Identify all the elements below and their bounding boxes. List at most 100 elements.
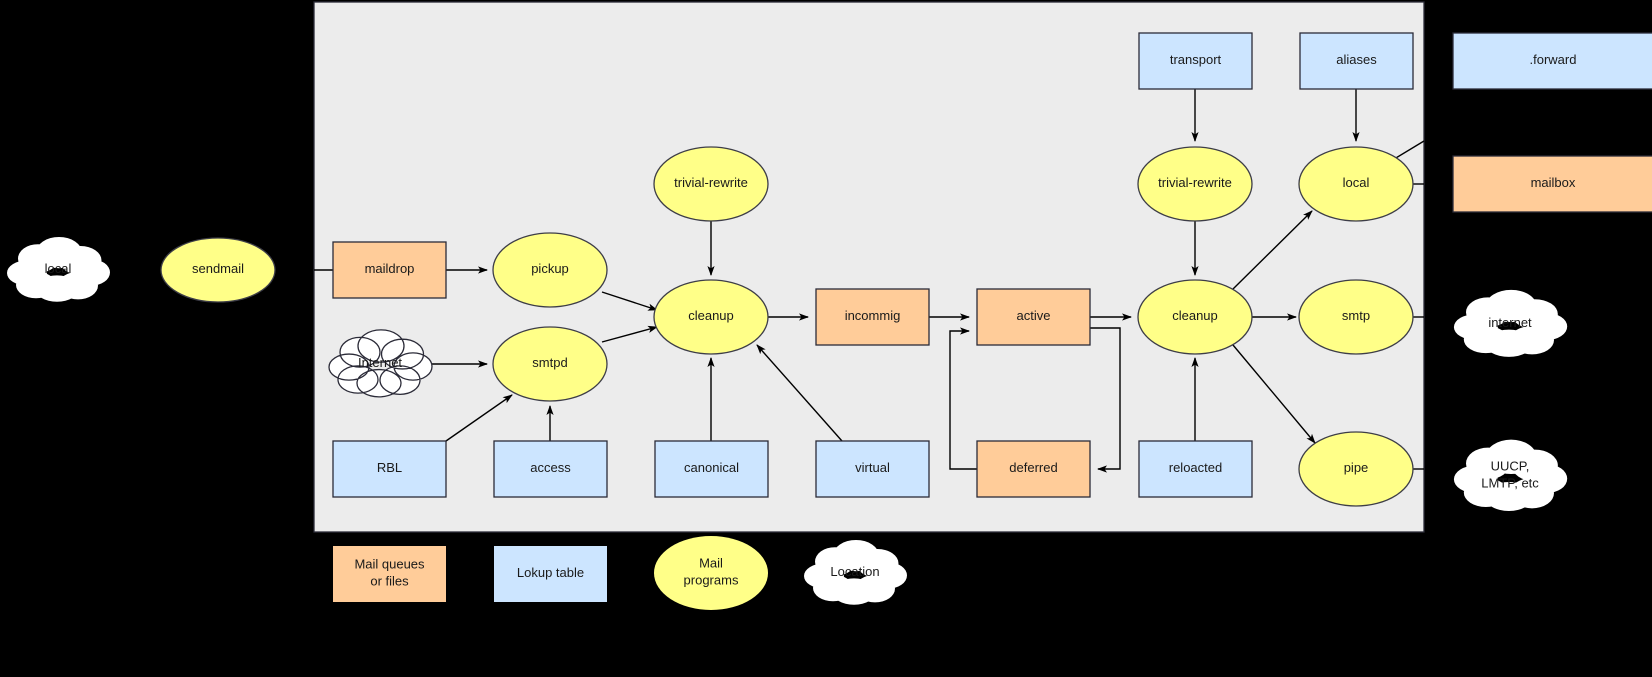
node-shape-trivial-rewrite-1 bbox=[653, 146, 769, 222]
node-sendmail[interactable]: sendmail bbox=[160, 237, 276, 303]
node-smtpd[interactable]: smtpd bbox=[492, 326, 608, 402]
node-shape-internet-in bbox=[328, 329, 433, 398]
node-shape-uucp bbox=[1453, 439, 1568, 511]
node-label-pipe: pipe bbox=[1344, 460, 1369, 475]
node-label-local-cloud: local bbox=[45, 261, 72, 276]
node-label-virtual: virtual bbox=[855, 460, 890, 475]
node-label-pickup: pickup bbox=[531, 261, 569, 276]
node-shape-legend-location bbox=[804, 539, 907, 605]
node-incommig[interactable]: incommig bbox=[815, 288, 930, 346]
node-label-maildrop: maildrop bbox=[365, 261, 415, 276]
node-label-internet-in: Internet bbox=[358, 355, 402, 370]
node-transport[interactable]: transport bbox=[1138, 32, 1253, 90]
node-deferred[interactable]: deferred bbox=[976, 440, 1091, 498]
node-legend-location[interactable]: Location bbox=[804, 539, 907, 605]
edge-e-virtual-cleanup bbox=[756, 344, 843, 442]
edge-e-pickup-cleanup bbox=[601, 291, 658, 311]
node-label-active: active bbox=[1017, 308, 1051, 323]
node-shape-maildrop bbox=[332, 241, 447, 299]
node-shape-active bbox=[976, 288, 1091, 346]
node-reloacted[interactable]: reloacted bbox=[1138, 440, 1253, 498]
node-shape-smtp bbox=[1298, 279, 1414, 355]
outside-left-layer: local sendmail bbox=[7, 236, 276, 303]
node-shape-trivial-rewrite-2 bbox=[1137, 146, 1253, 222]
node-shape-rbl bbox=[332, 440, 447, 498]
node-active[interactable]: active bbox=[976, 288, 1091, 346]
node-shape-incommig bbox=[815, 288, 930, 346]
node-cleanup-2[interactable]: cleanup bbox=[1137, 279, 1253, 355]
edge-e-active-deferred bbox=[1090, 327, 1121, 473]
node-forward[interactable]: .forward bbox=[1452, 32, 1652, 90]
node-label-trivial-rewrite-2: trivial-rewrite bbox=[1158, 175, 1232, 190]
node-shape-cleanup-1 bbox=[653, 279, 769, 355]
node-label-aliases: aliases bbox=[1336, 52, 1377, 67]
node-label-local: local bbox=[1343, 175, 1370, 190]
node-shape-internet-out bbox=[1453, 289, 1568, 357]
node-canonical[interactable]: canonical bbox=[654, 440, 769, 498]
edge-e-smtpd-cleanup bbox=[601, 325, 658, 343]
node-label-internet-out: internet bbox=[1488, 315, 1532, 330]
node-shape-virtual bbox=[815, 440, 930, 498]
edge-e-cleanup2-local bbox=[1232, 210, 1313, 290]
node-mailbox[interactable]: mailbox bbox=[1452, 155, 1652, 213]
node-label-mailbox: mailbox bbox=[1531, 175, 1576, 190]
node-pipe[interactable]: pipe bbox=[1298, 431, 1414, 507]
edge-e-rbl-smtpd bbox=[445, 394, 513, 442]
node-pickup[interactable]: pickup bbox=[492, 232, 608, 308]
node-cleanup-1[interactable]: cleanup bbox=[653, 279, 769, 355]
node-aliases[interactable]: aliases bbox=[1299, 32, 1414, 90]
node-shape-pickup bbox=[492, 232, 608, 308]
node-smtp[interactable]: smtp bbox=[1298, 279, 1414, 355]
node-shape-reloacted bbox=[1138, 440, 1253, 498]
node-label-access: access bbox=[530, 460, 571, 475]
node-label-trivial-rewrite-1: trivial-rewrite bbox=[674, 175, 748, 190]
node-label-transport: transport bbox=[1170, 52, 1222, 67]
node-legend-lookup[interactable]: Lokup table bbox=[494, 546, 607, 602]
node-label-canonical: canonical bbox=[684, 460, 739, 475]
node-shape-aliases bbox=[1299, 32, 1414, 90]
node-label-cleanup-1: cleanup bbox=[688, 308, 734, 323]
node-label-cleanup-2: cleanup bbox=[1172, 308, 1218, 323]
node-shape-smtpd bbox=[492, 326, 608, 402]
node-shape-legend-lookup bbox=[494, 546, 607, 602]
node-label-forward: .forward bbox=[1530, 52, 1577, 67]
node-local[interactable]: local bbox=[1298, 146, 1414, 222]
node-shape-legend-queues bbox=[333, 546, 446, 602]
node-internet-out[interactable]: internet bbox=[1453, 289, 1568, 357]
node-shape-access bbox=[493, 440, 608, 498]
node-rbl[interactable]: RBL bbox=[332, 440, 447, 498]
node-shape-local-cloud bbox=[7, 236, 110, 302]
node-shape-canonical bbox=[654, 440, 769, 498]
node-label-incommig: incommig bbox=[845, 308, 901, 323]
node-shape-forward bbox=[1452, 32, 1652, 90]
node-label-smtpd: smtpd bbox=[532, 355, 567, 370]
edge-e-cleanup2-pipe bbox=[1232, 344, 1316, 444]
node-internet-in[interactable]: Internet bbox=[328, 329, 433, 398]
node-shape-sendmail bbox=[160, 237, 276, 303]
node-label-legend-location: Location bbox=[830, 564, 879, 579]
node-shape-pipe bbox=[1298, 431, 1414, 507]
node-local-cloud[interactable]: local bbox=[7, 236, 110, 302]
node-trivial-rewrite-1[interactable]: trivial-rewrite bbox=[653, 146, 769, 222]
node-shape-transport bbox=[1138, 32, 1253, 90]
node-shape-mailbox bbox=[1452, 155, 1652, 213]
node-uucp[interactable]: UUCP,LMTP, etc bbox=[1453, 439, 1568, 511]
node-shape-local bbox=[1298, 146, 1414, 222]
node-label-reloacted: reloacted bbox=[1169, 460, 1222, 475]
node-label-rbl: RBL bbox=[377, 460, 402, 475]
node-virtual[interactable]: virtual bbox=[815, 440, 930, 498]
node-label-uucp: UUCP,LMTP, etc bbox=[1481, 459, 1539, 491]
node-shape-deferred bbox=[976, 440, 1091, 498]
node-access[interactable]: access bbox=[493, 440, 608, 498]
node-trivial-rewrite-2[interactable]: trivial-rewrite bbox=[1137, 146, 1253, 222]
node-maildrop[interactable]: maildrop bbox=[332, 241, 447, 299]
